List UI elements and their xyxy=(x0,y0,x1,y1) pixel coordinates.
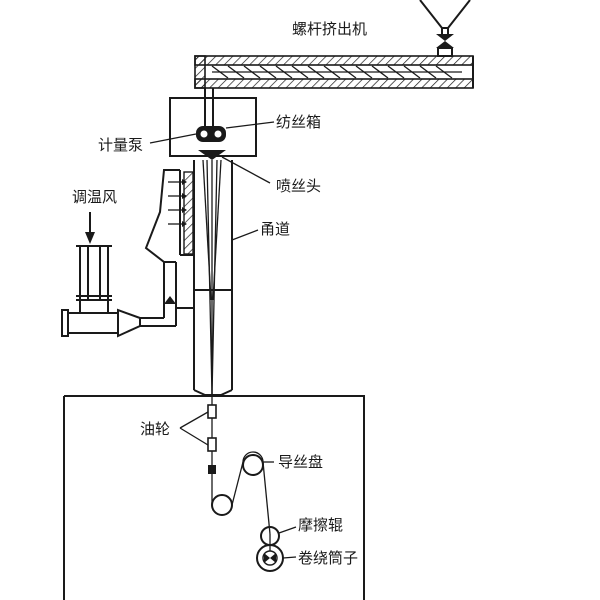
label-spinneret: 喷丝头 xyxy=(276,178,321,195)
metering-pump-icon xyxy=(196,126,226,142)
label-friction-roller: 摩擦辊 xyxy=(298,516,343,534)
label-godet: 导丝盘 xyxy=(278,453,323,471)
winding-frame xyxy=(63,395,365,600)
air-duct xyxy=(61,212,194,338)
airflow-arrows xyxy=(168,179,187,227)
label-metering-pump: 计量泵 xyxy=(98,137,143,154)
label-oil-wheel: 油轮 xyxy=(140,421,170,438)
quench-chamber xyxy=(144,169,194,300)
spinning-shaft xyxy=(193,159,233,396)
spinneret-icon xyxy=(198,150,226,160)
leader-lines xyxy=(149,121,297,559)
label-conditioned-air: 调温风 xyxy=(72,189,117,206)
screw-extruder xyxy=(194,55,474,130)
valve-icon xyxy=(436,34,454,57)
label-extruder: 螺杆挤出机 xyxy=(292,21,367,38)
godet-icon xyxy=(211,454,264,516)
label-spinning-shaft: 甬道 xyxy=(260,221,290,238)
screw-flights xyxy=(211,65,462,79)
label-spin-box: 纺丝箱 xyxy=(276,114,321,131)
label-bobbin: 卷绕筒子 xyxy=(298,550,358,567)
hopper xyxy=(419,0,471,34)
